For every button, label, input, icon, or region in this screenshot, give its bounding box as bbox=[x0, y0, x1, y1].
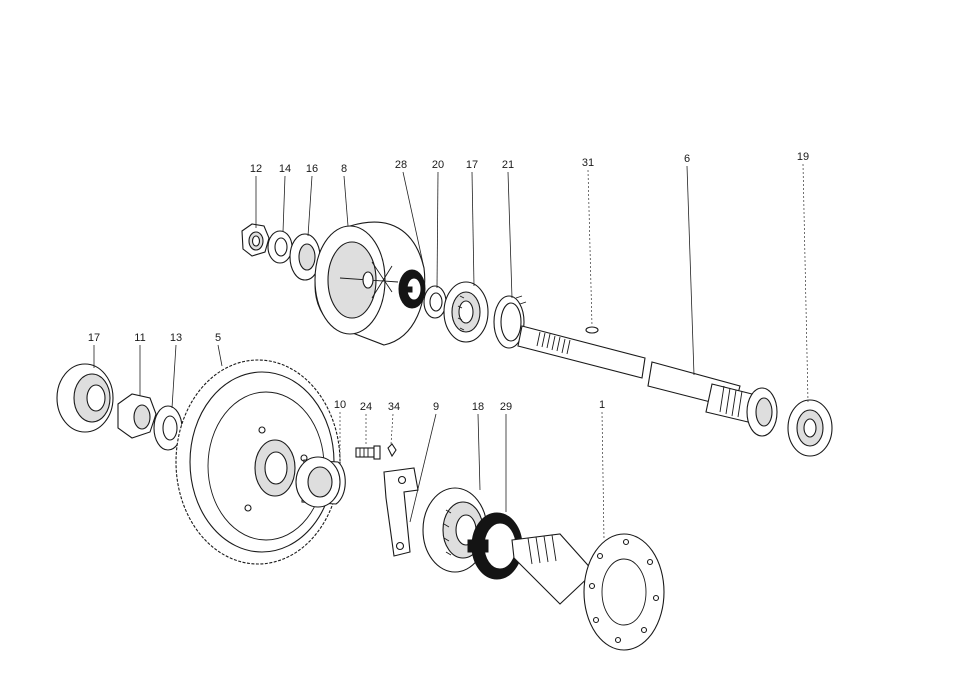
label-28: 28 bbox=[395, 159, 407, 171]
callout-labels: 12 14 16 8 28 20 17 21 31 6 19 17 11 13 … bbox=[88, 151, 809, 413]
part-20-ring bbox=[423, 285, 447, 319]
part-29-seal bbox=[467, 512, 523, 580]
part-9-plate bbox=[383, 467, 419, 557]
label-9: 9 bbox=[433, 401, 439, 413]
label-19: 19 bbox=[797, 151, 809, 163]
part-11-nut bbox=[117, 393, 157, 439]
part-5-gear bbox=[175, 359, 341, 565]
label-17-upper: 17 bbox=[466, 159, 478, 171]
part-12-nut bbox=[241, 223, 270, 257]
part-6-shaft bbox=[517, 325, 778, 437]
part-8-drum bbox=[314, 221, 426, 346]
label-14: 14 bbox=[279, 163, 291, 175]
part-31-pin bbox=[585, 326, 599, 334]
label-34: 34 bbox=[388, 401, 400, 413]
part-14-washer bbox=[267, 230, 293, 264]
label-21: 21 bbox=[502, 159, 514, 171]
label-31: 31 bbox=[582, 157, 594, 169]
leader-lines bbox=[93, 163, 809, 541]
part-16-spacer bbox=[289, 233, 321, 281]
label-13: 13 bbox=[170, 332, 182, 344]
label-17-lower: 17 bbox=[88, 332, 100, 344]
part-34-lockwasher bbox=[387, 443, 397, 458]
part-21-circlip bbox=[493, 295, 527, 349]
part-1-flange bbox=[511, 533, 665, 651]
label-10: 10 bbox=[334, 399, 346, 411]
label-29: 29 bbox=[500, 401, 512, 413]
label-6: 6 bbox=[684, 153, 690, 165]
label-1: 1 bbox=[599, 399, 605, 411]
label-20: 20 bbox=[432, 159, 444, 171]
part-28-seal bbox=[398, 269, 426, 309]
part-10-bushing bbox=[295, 456, 346, 508]
label-16: 16 bbox=[306, 163, 318, 175]
label-24: 24 bbox=[360, 401, 372, 413]
label-8: 8 bbox=[341, 163, 347, 175]
part-24-bolt bbox=[355, 445, 381, 460]
label-12: 12 bbox=[250, 163, 262, 175]
part-17-bearing-lower bbox=[56, 363, 114, 433]
label-5: 5 bbox=[215, 332, 221, 344]
label-11: 11 bbox=[134, 332, 145, 344]
part-17-bearing-upper bbox=[443, 281, 489, 343]
part-13-washer bbox=[153, 405, 183, 451]
part-19-bearing bbox=[787, 399, 833, 457]
label-18: 18 bbox=[472, 401, 484, 413]
